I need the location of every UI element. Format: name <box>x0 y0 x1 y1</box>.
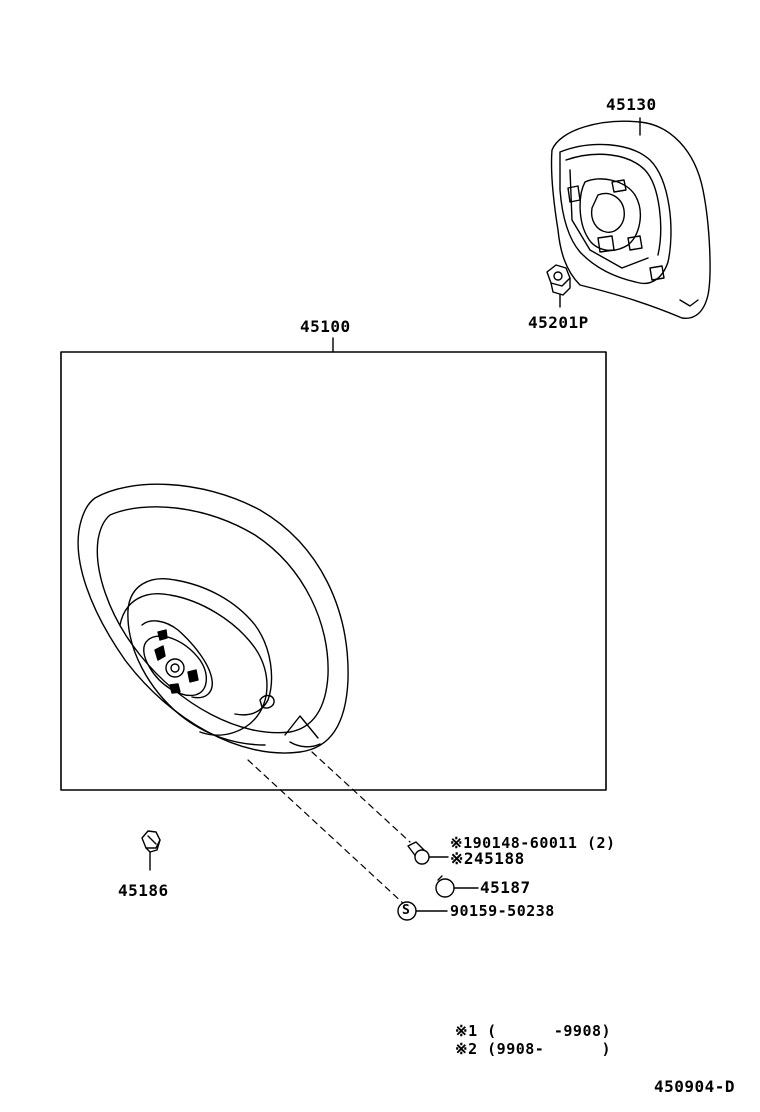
part-label-45187: 45187 <box>480 878 531 897</box>
diagram-code: 450904-D <box>654 1077 736 1096</box>
part-label-45201p: 45201P <box>528 313 589 332</box>
steering-pad-illustration <box>550 117 711 319</box>
screw-illustration <box>407 841 449 865</box>
steering-wheel-illustration <box>77 483 349 754</box>
wheel-assembly-frame <box>60 351 607 791</box>
s-symbol-letter: S <box>402 903 411 918</box>
dashed-leader-lines <box>247 751 411 906</box>
part-label-45100: 45100 <box>300 317 351 336</box>
nut-45201p-illustration <box>546 264 571 308</box>
part-label-45186: 45186 <box>118 881 169 900</box>
cap-45187-illustration <box>435 875 479 898</box>
s-symbol-marker <box>397 901 448 921</box>
footnote-1: ※1 ( -9908) <box>455 1022 612 1040</box>
footnote-2: ※2 (9908- ) <box>455 1040 612 1058</box>
part-label-45188-note: ※245188 <box>450 849 525 868</box>
cover-45186-illustration <box>141 830 161 871</box>
part-label-90148-note: ※190148-60011 (2) <box>450 834 616 852</box>
part-label-45130: 45130 <box>606 95 657 114</box>
part-label-90159: 90159-50238 <box>450 902 555 920</box>
